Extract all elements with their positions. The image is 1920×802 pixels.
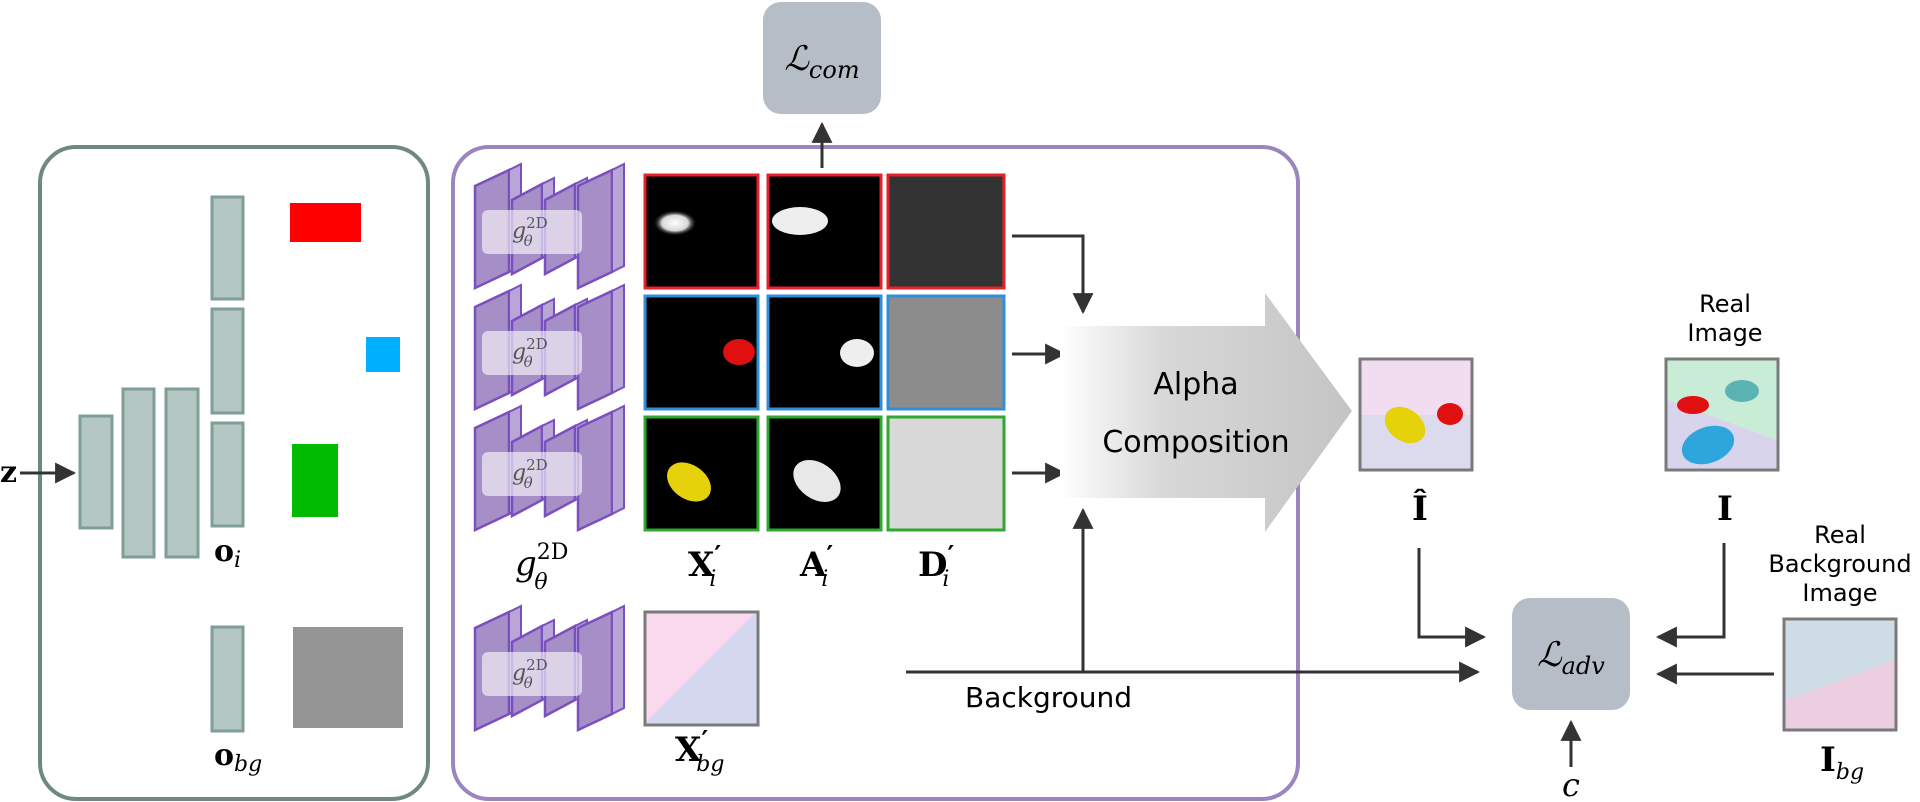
generator-label-plate [482,452,582,496]
generator-slab-side [611,162,625,274]
composition-loss-box [763,2,881,114]
row1-to-composition-arrow [1012,234,1094,315]
real-bg-caption-line1: Real [1814,521,1866,549]
composition-loss-label: ℒcom [784,39,859,84]
real-background-image-lower [1785,660,1895,729]
composite-image-caption: Î [1412,488,1428,529]
z-input-label: z [0,455,17,490]
background-gray-box [293,627,403,728]
generator-slab [576,610,614,732]
real-image-teal-car [1725,380,1759,402]
background-image-caption: X′bg [675,726,724,777]
generator-slab-side [611,604,625,716]
generator-slab [576,410,614,532]
generator-label-plate [482,331,582,375]
background-code-label: obg [214,738,262,777]
real-image-caption-line2: Image [1687,319,1762,347]
generator-slab-side [611,283,625,395]
alpha-mask-red-blob [772,207,828,235]
object-code-bar-red [210,195,245,301]
real-image-caption-line1: Real [1699,290,1751,318]
background-label: Background [965,681,1132,714]
depth-map-red [886,173,1006,290]
real-image-blue-car [1681,425,1735,465]
latent-bar-3 [164,387,200,559]
real-to-adv-arrow [1655,543,1726,648]
object-image-caption: X′i [688,541,721,592]
background-image [643,610,760,727]
depth-map-green [886,415,1006,532]
alpha-mask-blue-blob [840,339,874,367]
generator-slab [576,289,614,411]
alpha-mask-green-blob [793,460,841,502]
object-green-box [292,444,338,517]
object-code-bar-green [210,421,245,528]
adversarial-loss-box [1512,598,1630,710]
latent-bar-2 [121,387,156,559]
depth-map-blue [886,294,1006,411]
depth-map-caption: D′i [918,541,954,592]
object-red-box [290,203,361,242]
generator-slab-side [611,404,625,516]
alpha-mask-caption: A′i [799,541,833,592]
real-bg-caption-line3: Image [1802,579,1877,607]
object-code-label: oi [214,534,241,573]
object-image-red-blob [653,210,697,236]
composite-yellow-car [1384,406,1426,444]
composite-to-adv-arrow [1417,548,1487,648]
condition-label: c [1562,766,1580,802]
real-image-label: I [1717,489,1733,529]
real-bg-caption-line2: Background [1768,550,1911,578]
background-code-bar [210,625,245,733]
latent-bar-1 [78,414,114,530]
object-blue-box [366,337,400,372]
alpha-composition-arrow [1060,293,1352,532]
real-background-label: Ibg [1820,740,1864,785]
object-code-bar-blue [210,307,245,415]
generator-slab [576,168,614,290]
generator-label-plate [482,652,582,696]
object-image-green-car [667,462,711,502]
alpha-composition-line2: Composition [1102,425,1289,460]
generator-label-plate [482,210,582,254]
object-image-blue-car [723,339,755,365]
alpha-composition-line1: Alpha [1153,367,1238,402]
real-image-red-car [1677,396,1709,414]
composite-red-car [1437,403,1463,425]
adversarial-loss-label: ℒadv [1537,635,1605,680]
